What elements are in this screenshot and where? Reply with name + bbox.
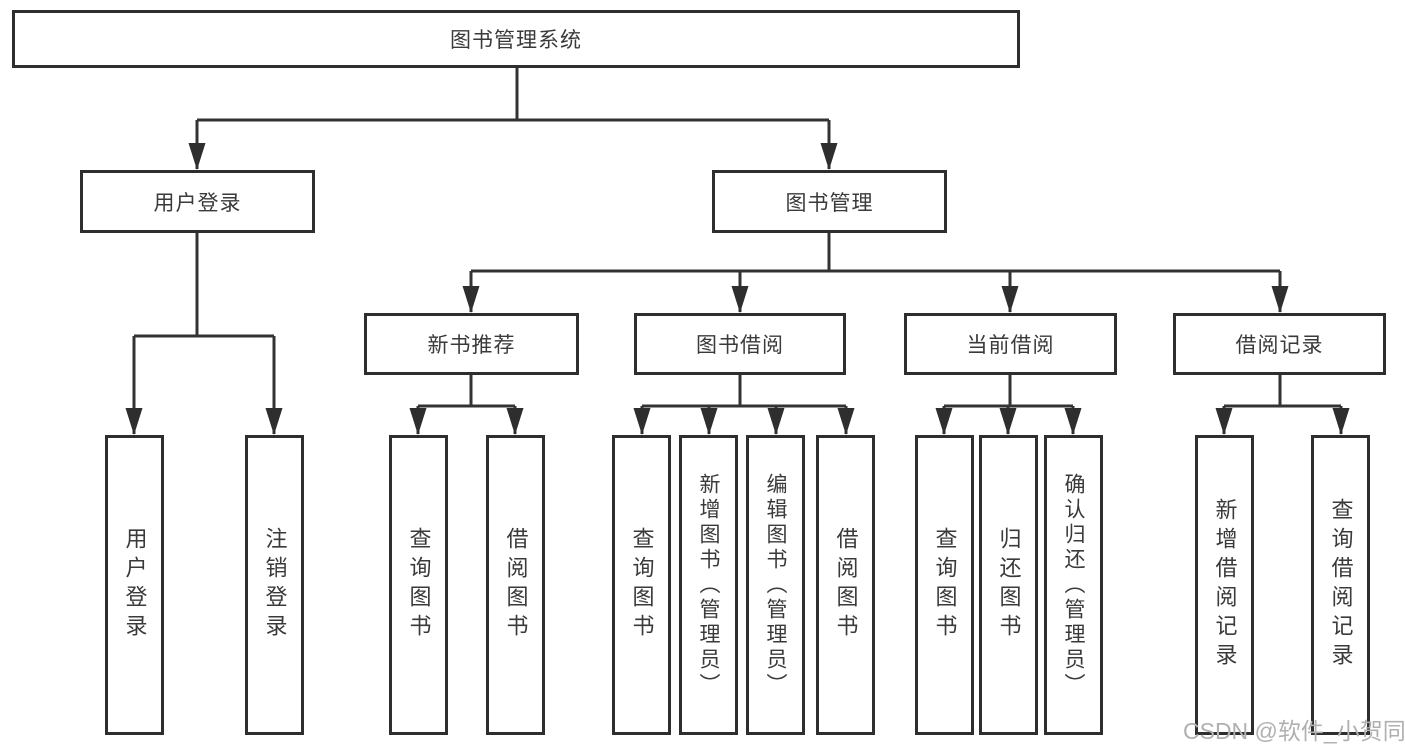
- leaf-borrow-books: 借阅图书: [816, 435, 875, 735]
- node-label: 查询图书: [629, 527, 655, 643]
- leaf-user-login: 用户登录: [105, 435, 164, 735]
- leaf-confirm-return-admin: 确认归还（管理员）: [1044, 435, 1103, 735]
- node-label: 注销登录: [262, 527, 288, 643]
- node-label: 图书管理: [785, 191, 874, 215]
- node-label: 查询借阅记录: [1328, 498, 1354, 672]
- leaf-logout: 注销登录: [245, 435, 304, 735]
- node-label: 新增借阅记录: [1212, 498, 1238, 672]
- node-label: 归还图书: [996, 527, 1022, 643]
- node-label: 借阅图书: [833, 527, 859, 643]
- leaf-edit-book-admin: 编辑图书（管理员）: [746, 435, 805, 735]
- node-book-borrowing: 图书借阅: [634, 313, 846, 375]
- leaf-query-books-recommend: 查询图书: [389, 435, 448, 735]
- leaf-query-books-current: 查询图书: [915, 435, 974, 735]
- leaf-return-books: 归还图书: [979, 435, 1038, 735]
- node-user-login-branch: 用户登录: [80, 170, 315, 233]
- leaf-query-books-borrowing: 查询图书: [612, 435, 671, 735]
- node-new-book-recommendation: 新书推荐: [364, 313, 579, 375]
- node-label: 借阅记录: [1235, 334, 1324, 357]
- leaf-add-book-admin: 新增图书（管理员）: [679, 435, 738, 735]
- node-label: 编辑图书（管理员）: [764, 472, 787, 698]
- node-label: 图书借阅: [696, 334, 784, 357]
- leaf-borrow-books-recommend: 借阅图书: [486, 435, 545, 735]
- leaf-query-borrow-record: 查询借阅记录: [1311, 435, 1370, 735]
- leaf-add-borrow-record: 新增借阅记录: [1195, 435, 1254, 735]
- node-label: 用户登录: [122, 527, 148, 643]
- node-label: 借阅图书: [503, 527, 529, 643]
- node-label: 新书推荐: [427, 334, 516, 357]
- node-library-management-system: 图书管理系统: [12, 10, 1020, 68]
- node-label: 确认归还（管理员）: [1062, 472, 1085, 698]
- node-current-borrowing: 当前借阅: [904, 313, 1117, 375]
- node-borrowing-records: 借阅记录: [1173, 313, 1386, 375]
- node-label: 新增图书（管理员）: [697, 472, 720, 698]
- node-label: 查询图书: [932, 527, 958, 643]
- node-label: 当前借阅: [966, 334, 1055, 357]
- node-label: 用户登录: [153, 191, 242, 215]
- node-label: 查询图书: [406, 527, 432, 643]
- csdn-watermark: CSDN @软件_小贺同学: [1183, 718, 1405, 744]
- node-label: 图书管理系统: [450, 29, 582, 52]
- node-book-management: 图书管理: [712, 170, 947, 233]
